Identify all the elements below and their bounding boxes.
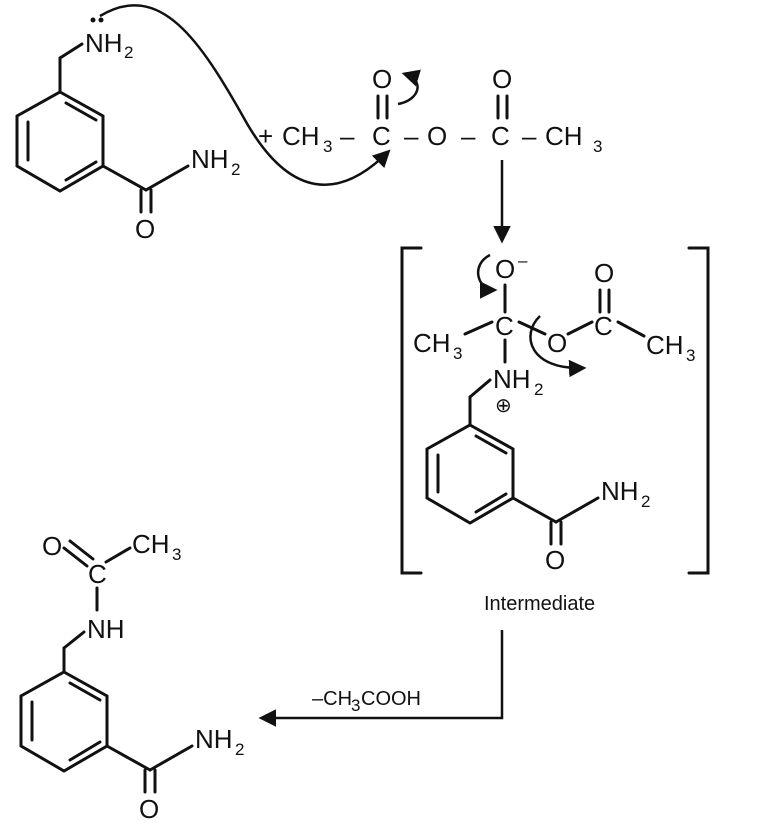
ch3-left-label: CH (282, 121, 320, 151)
ch3-right-label: CH (545, 121, 583, 151)
carbonyl-carbon-1: C (372, 121, 391, 151)
ch2-n-bond (58, 42, 84, 60)
plus-sign: + (258, 121, 273, 151)
left-bracket (400, 246, 423, 575)
ring-double-bond (474, 492, 508, 514)
ch3-label: CH (413, 328, 451, 358)
amide-nh-label: NH (601, 476, 639, 506)
ch3-subscript: 3 (172, 545, 181, 564)
elimination-arrow (258, 630, 504, 727)
ester-carbonyl-oxygen: O (594, 258, 614, 288)
carbonyl-oxygen-2: O (492, 64, 512, 94)
amide-oxygen: O (545, 545, 565, 575)
benzene-ring (425, 423, 515, 525)
ch3-right-label: CH (646, 330, 684, 360)
leaving-group-arrow (529, 315, 587, 378)
o-c-bond (566, 320, 594, 336)
alkoxide-oxygen: O (495, 254, 515, 284)
product-amide: O C CH 3 NH O NH 2 (19, 529, 244, 824)
amide-nh-subscript: 2 (641, 492, 650, 511)
acyl-oxygen: O (42, 531, 62, 561)
ammonium-subscript: 2 (534, 380, 543, 399)
amide-bond (511, 496, 558, 524)
lone-pair-dot (90, 17, 96, 23)
amide-nh-subscript: 2 (235, 740, 244, 759)
positive-charge: ⊕ (495, 395, 512, 417)
tetrahedral-intermediate: O – CH 3 C O C O CH 3 NH 2 ⊕ O (400, 246, 710, 615)
pi-bond-arrow (397, 69, 421, 106)
amide-oxygen: O (139, 794, 159, 824)
lone-pair-dot (98, 17, 104, 23)
intermediate-caption: Intermediate (484, 593, 595, 615)
ester-carbon: C (594, 311, 613, 341)
amide-bond (105, 744, 152, 772)
acetic-anhydride: + CH 3 – C – O – C – CH 3 O O (258, 64, 602, 156)
amide-c-n-bond (148, 744, 194, 772)
ch3-label: CH (132, 529, 170, 559)
ring-double-bond (68, 740, 102, 762)
double-bond (68, 539, 95, 561)
amine-label: NH (85, 28, 123, 58)
ch3-right-subscript: 3 (686, 346, 695, 365)
ch3-left-subscript: 3 (323, 137, 332, 156)
ring-double-bond (64, 101, 98, 122)
amide-bond (101, 164, 148, 192)
benzene-ring (19, 670, 109, 773)
nucleophilic-attack-arrow (99, 4, 391, 186)
c-ch3-bond (616, 320, 646, 338)
benzene-ring (15, 90, 105, 193)
dash: – (522, 121, 537, 151)
nh-label: NH (87, 614, 125, 644)
ch3-right-subscript: 3 (593, 137, 602, 156)
n-ch2-bond (468, 378, 492, 399)
acyl-carbon: C (88, 559, 107, 589)
elimination-text: –CH (312, 688, 352, 710)
negative-charge: – (518, 251, 528, 270)
elimination-subscript: 3 (351, 696, 360, 715)
carbonyl-oxygen-1: O (372, 64, 392, 94)
reform-carbonyl-arrow (476, 253, 498, 299)
amide-c-n-bond (554, 496, 600, 524)
carbonyl-carbon-2: C (491, 121, 510, 151)
bridge-oxygen: O (427, 121, 447, 151)
ch3-subscript: 3 (453, 344, 462, 363)
amide-c-n-bond (144, 164, 190, 192)
central-carbon: C (495, 311, 514, 341)
c-ch3-bond (104, 546, 132, 564)
ammonium-label: NH (493, 364, 531, 394)
elimination-label: –CH 3 COOH (312, 688, 421, 715)
amide-nh-label: NH (195, 724, 233, 754)
amide-nh-label: NH (191, 144, 229, 174)
right-bracket (687, 246, 710, 575)
ring-double-bond (474, 434, 508, 455)
amide-nh-subscript: 2 (231, 160, 240, 179)
n-ch2-bond (62, 630, 86, 650)
dash: – (340, 121, 355, 151)
amine-subscript: 2 (124, 43, 133, 62)
ch3-c-bond (463, 320, 494, 336)
elimination-tail: COOH (361, 688, 421, 710)
amide-oxygen: O (135, 214, 155, 244)
double-bond (62, 546, 89, 568)
reactant-amine: NH 2 O NH 2 (15, 17, 240, 244)
dash: – (461, 121, 476, 151)
ester-oxygen: O (547, 328, 567, 358)
dash: – (404, 121, 419, 151)
ring-double-bond (68, 681, 102, 702)
ring-double-bond (64, 160, 98, 182)
